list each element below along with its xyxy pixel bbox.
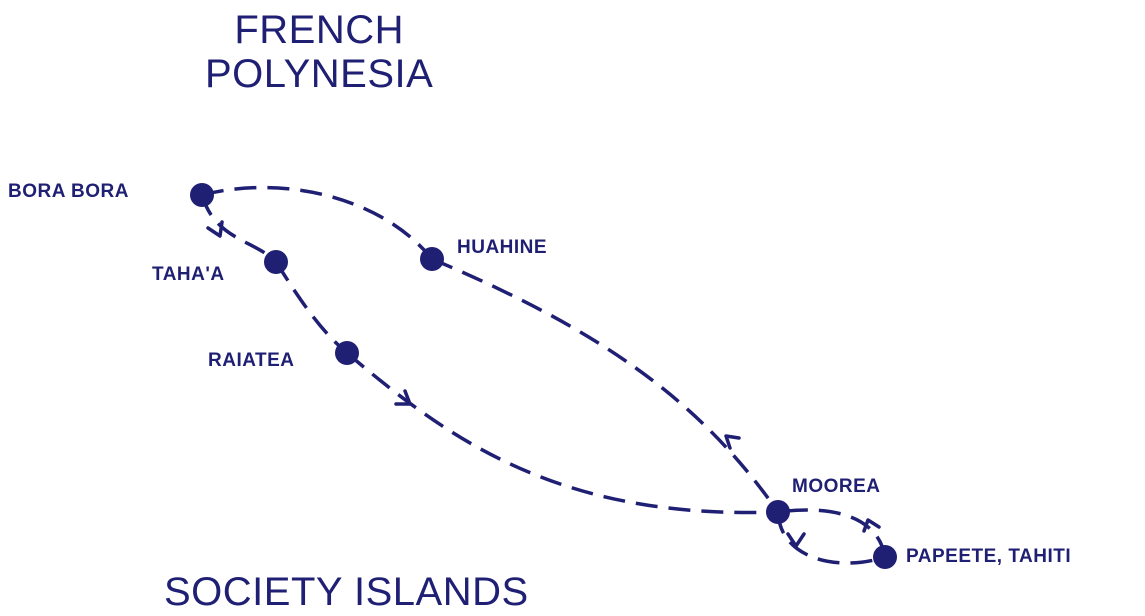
route-segment-papeete-moorea: [777, 508, 887, 558]
arrow-icon: [206, 220, 224, 238]
route-segment-bora-tahaa: [200, 194, 278, 264]
island-dot-bora-bora: [190, 183, 214, 207]
route-segment-moorea-papeete: [776, 511, 886, 565]
island-dot-tahaa: [264, 250, 288, 274]
island-label-raiatea: RAIATEA: [208, 350, 295, 371]
island-label-huahine: HUAHINE: [457, 237, 548, 258]
island-dot-moorea: [766, 500, 790, 524]
arrow-icon: [724, 434, 741, 450]
island-dot-raiatea: [335, 341, 359, 365]
arrow-icon: [786, 532, 806, 548]
route-segment-bora-huahine: [201, 185, 434, 261]
route-segment-raiatea-moorea: [345, 351, 779, 515]
island-label-tahaa: TAHA'A: [152, 264, 225, 285]
title-line-1: FRENCH: [234, 8, 404, 52]
title-line-2: POLYNESIA: [205, 52, 434, 96]
region-subtitle: SOCIETY ISLANDS: [164, 570, 529, 614]
route-segment-tahaa-raiatea: [274, 261, 349, 355]
island-dot-papeete: [873, 545, 897, 569]
island-dot-huahine: [420, 247, 444, 271]
island-label-moorea: MOOREA: [792, 476, 881, 497]
arrow-icon: [394, 389, 412, 406]
island-label-papeete: PAPEETE, TAHITI: [906, 546, 1072, 567]
route-segment-huahine-moorea: [431, 257, 780, 514]
island-label-bora-bora: BORA BORA: [8, 181, 129, 202]
map-title: FRENCH POLYNESIA: [205, 8, 433, 96]
arrow-icon: [862, 518, 881, 533]
